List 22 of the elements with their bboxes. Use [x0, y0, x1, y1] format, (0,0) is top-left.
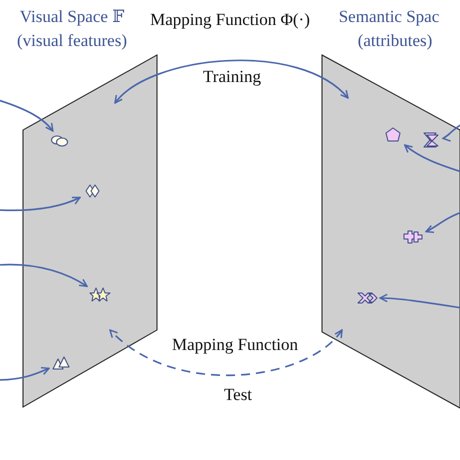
panel-heading: Semantic Spac [338, 6, 440, 28]
function-label: Mapping Function Φ(·) [150, 9, 310, 31]
edge-label: Training [202, 67, 262, 87]
cross-icon [402, 229, 424, 245]
arrow [0, 367, 50, 381]
dashed-arrow [109, 329, 343, 376]
panel-heading: (attributes) [356, 30, 434, 52]
star-icon [89, 287, 111, 303]
arrow [425, 211, 460, 233]
arrow [404, 144, 460, 173]
panel-heading: Visual Space 𝔽 [18, 6, 126, 28]
arrow [114, 60, 349, 104]
arrow [0, 196, 81, 212]
arrow [379, 294, 460, 309]
x-icon [356, 290, 378, 306]
panel-heading: (visual features) [16, 30, 128, 52]
edge-label: Test [222, 385, 254, 405]
ellipse-icon [49, 133, 71, 149]
arrow [0, 99, 54, 132]
arrow [442, 123, 460, 140]
function-label: Mapping Function [170, 335, 300, 355]
arrow [0, 264, 88, 288]
